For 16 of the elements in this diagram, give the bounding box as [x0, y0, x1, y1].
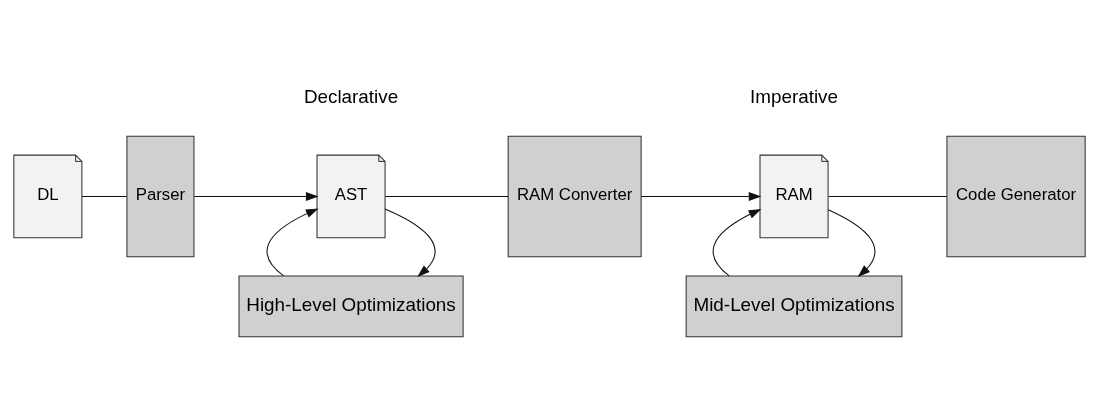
connector [827, 195, 948, 197]
arrow [640, 192, 762, 201]
node-box: Code Generator [946, 135, 1086, 258]
node-box: RAM Converter [507, 135, 642, 258]
label: Imperative [750, 85, 839, 107]
arrow [384, 208, 436, 277]
arrow [827, 209, 876, 277]
arrow [266, 208, 319, 277]
node-box: Parser [126, 135, 195, 258]
arrow [193, 192, 319, 201]
arrow [712, 209, 762, 277]
node-box: High-Level Optimizations [238, 275, 464, 338]
label: Declarative [303, 85, 399, 107]
connector [81, 195, 128, 197]
connector [384, 195, 509, 197]
node-box: Mid-Level Optimizations [685, 275, 903, 338]
